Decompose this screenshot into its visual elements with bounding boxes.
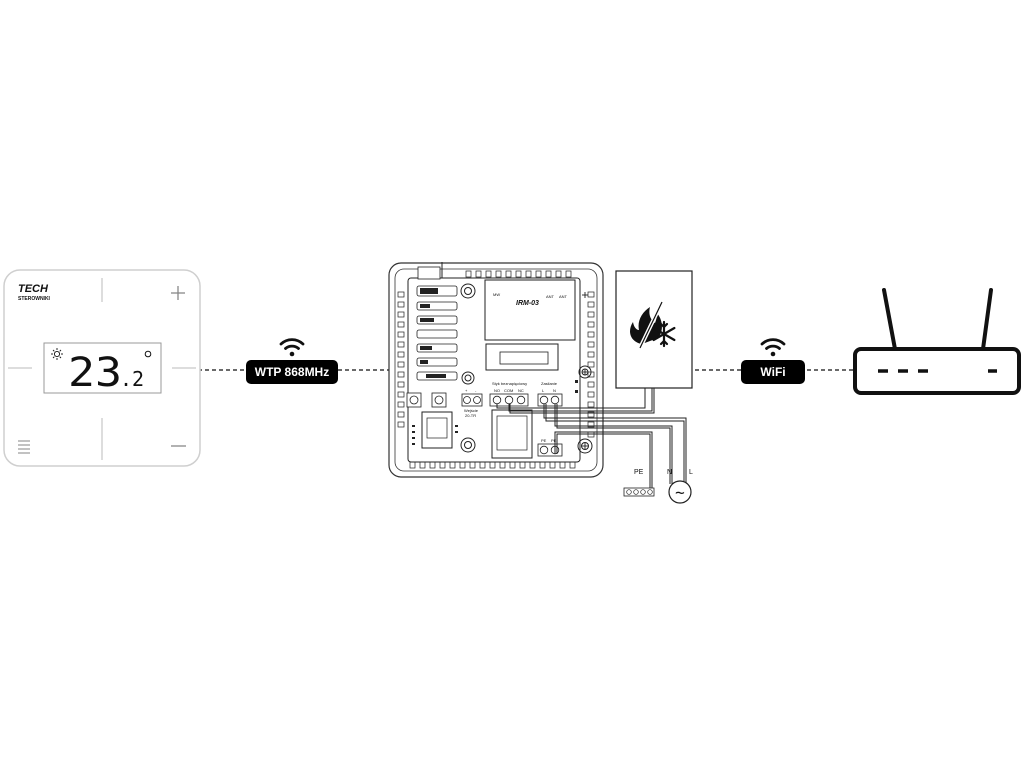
antenna-label-1: ANT xyxy=(546,294,555,299)
screw-crosses xyxy=(582,292,588,449)
router-antenna-left xyxy=(882,288,897,351)
wifi-pill xyxy=(741,360,805,384)
hole-top xyxy=(460,283,476,299)
wtp-link-badge: WTP 868MHz xyxy=(246,338,338,384)
wifi-signal-icon xyxy=(279,338,305,350)
pcb-small-parts xyxy=(412,380,578,445)
plus-icon[interactable] xyxy=(171,286,185,300)
module-device: MW IRM-03 ANT ANT + - Wejście 20-TR xyxy=(388,262,604,478)
ac-source-circle xyxy=(668,480,692,504)
brand-subtitle: STEROWNIKI xyxy=(18,296,51,302)
pe-label-1: PE xyxy=(541,438,547,443)
pe-strip-screws xyxy=(626,489,653,495)
relay-nc-label: NC xyxy=(518,388,524,393)
relay-com-label: COM xyxy=(504,388,513,393)
flame-shape xyxy=(630,307,662,344)
temperature-main: 23 xyxy=(68,350,122,396)
input-terminal-caption2: 20-TR xyxy=(465,413,476,418)
module-inner-shell xyxy=(394,268,598,472)
pe-label-2: PE xyxy=(551,438,557,443)
thermostat-device: TECH STEROWNIKI 23 .2 xyxy=(3,269,201,467)
relay-terminal-caption: Styk beznapięciowy xyxy=(492,381,527,386)
input-terminal: + - Wejście 20-TR xyxy=(461,388,483,418)
brand-logo: TECH xyxy=(18,283,49,295)
input-terminal-plus: + xyxy=(465,388,468,393)
router-device xyxy=(853,288,1021,395)
power-terminal-caption: Zasilanie xyxy=(541,381,558,386)
router-body xyxy=(853,347,1021,395)
router-antenna-right xyxy=(981,288,993,351)
wire-power-l xyxy=(543,404,687,484)
wifi-signal-dot xyxy=(289,351,295,357)
wire-power-l2 xyxy=(545,404,685,484)
vent-slots-left xyxy=(397,291,405,428)
menu-icon[interactable] xyxy=(18,440,30,454)
wire-power-n xyxy=(554,404,673,484)
wire-relay-com2 xyxy=(509,388,655,414)
snowflake-shape xyxy=(652,320,676,348)
ac-source-symbol: ~ xyxy=(675,483,685,502)
mounting-holes xyxy=(460,283,593,454)
wiring xyxy=(496,388,687,488)
wire-pe xyxy=(554,431,653,488)
vent-slots-top xyxy=(465,270,572,278)
wire-relay-com xyxy=(508,388,653,412)
relay-inner xyxy=(499,351,549,365)
wtp-pill xyxy=(246,360,338,384)
degree-symbol xyxy=(144,350,152,358)
radio-model-label: IRM-03 xyxy=(516,300,539,307)
pe-terminal: PE PE xyxy=(537,438,563,457)
pcb-component-fills xyxy=(420,288,446,378)
vent-slots-right xyxy=(587,291,595,438)
thermostat-display xyxy=(43,342,162,394)
relay-no-label: NO xyxy=(494,388,500,393)
hole-left xyxy=(461,371,475,385)
wifi-label: WiFi xyxy=(760,365,785,379)
chip-left-inner xyxy=(426,417,448,439)
wire-relay-no xyxy=(496,388,646,409)
power-terminal: Zasilanie L N xyxy=(537,381,563,407)
sun-icon xyxy=(51,348,63,360)
radio-sub-label: MW xyxy=(493,292,500,297)
heat-cool-device xyxy=(615,270,693,389)
mains-n-label: N xyxy=(667,469,672,476)
wire-power-n2 xyxy=(556,404,671,484)
temperature-decimal: .2 xyxy=(120,367,144,391)
cable-tab xyxy=(417,266,441,280)
wifi-signal-dot-2 xyxy=(770,351,776,357)
mains-supply: PE N L ~ xyxy=(623,469,693,504)
input-terminal-minus: - xyxy=(475,388,477,393)
wifi-link-badge: WiFi xyxy=(741,338,805,384)
wtp-label: WTP 868MHz xyxy=(255,365,329,379)
power-n-label: N xyxy=(553,388,556,393)
mains-pe-label: PE xyxy=(634,469,644,476)
chip-mid-inner xyxy=(496,415,528,451)
wifi-signal-icon xyxy=(760,338,786,350)
input-terminal-caption: Wejście xyxy=(464,408,479,413)
radio-module xyxy=(484,279,576,341)
flame-snowflake-icon xyxy=(630,301,676,349)
power-l-label: L xyxy=(542,388,545,393)
pcb-buttons xyxy=(406,392,447,408)
relay-terminal: Styk beznapięciowy NO COM NC xyxy=(489,381,529,407)
hole-bottom-right xyxy=(577,438,593,454)
wire-pe2 xyxy=(556,433,651,488)
mains-l-label: L xyxy=(689,469,693,476)
antenna-label-2: ANT xyxy=(559,294,568,299)
hole-bottom-left xyxy=(460,437,476,453)
hole-right xyxy=(578,365,592,379)
vent-slots-bottom xyxy=(409,461,576,469)
pe-terminal-strip xyxy=(623,487,655,497)
